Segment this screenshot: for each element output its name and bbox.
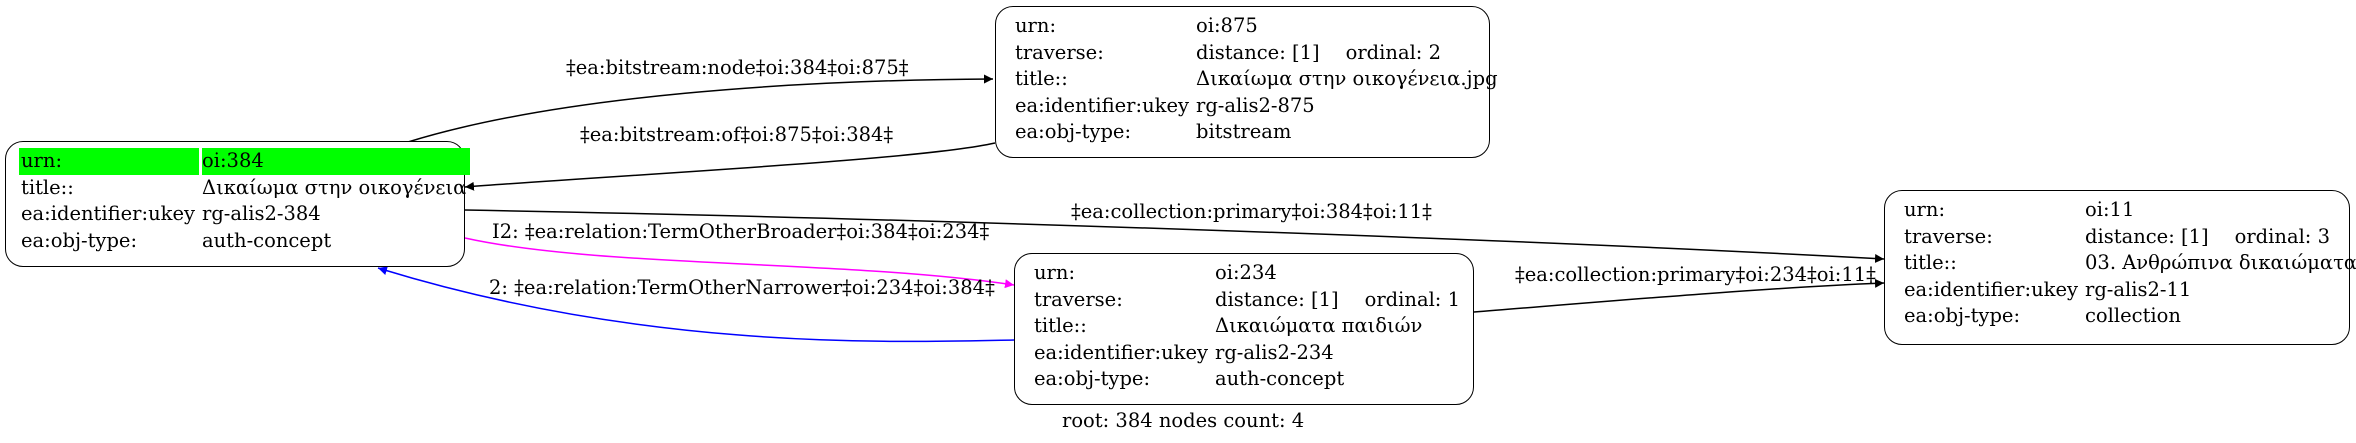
row-key: urn: bbox=[19, 148, 199, 175]
row-key: ea:obj-type: bbox=[1904, 304, 2021, 327]
row-key: ea:obj-type: bbox=[1034, 367, 1151, 390]
row-value: rg-alis2-11 bbox=[2085, 277, 2192, 301]
row-key: ea:obj-type: bbox=[21, 228, 138, 252]
node-row: ea:identifier:ukey rg-alis2-384 bbox=[19, 201, 470, 228]
node-oi-234[interactable]: urn: oi:234 traverse: distance: [1] ordin… bbox=[1014, 253, 1474, 405]
node-oi-11[interactable]: urn: oi:11 traverse: distance: [1] ordina… bbox=[1884, 190, 2356, 345]
row-value: Δικαιώματα παιδιών bbox=[1215, 314, 1423, 337]
traverse-distance: distance: [1] bbox=[1215, 287, 1339, 311]
row-key: title:: bbox=[21, 175, 74, 199]
edge-label-bitstream-of: ‡ea:bitstream:of‡oi:875‡oi:384‡ bbox=[580, 123, 894, 146]
node-oi-234-table: urn: oi:234 traverse: distance: [1] ordin… bbox=[1029, 260, 1467, 393]
edge-label-bitstream-node: ‡ea:bitstream:node‡oi:384‡oi:875‡ bbox=[566, 56, 909, 79]
edge-collection-234 bbox=[1473, 278, 1885, 313]
row-key: ea:identifier:ukey bbox=[1034, 340, 1208, 364]
node-row: traverse: distance: [1] ordinal: 1 bbox=[1032, 287, 1464, 314]
node-row: urn: oi:875 bbox=[1013, 13, 1502, 40]
row-value: oi:11 bbox=[2085, 198, 2135, 221]
row-key: title:: bbox=[1015, 67, 1068, 90]
node-row: ea:obj-type: auth-concept bbox=[1032, 366, 1464, 393]
row-key: urn: bbox=[1034, 261, 1076, 284]
row-value: Δικαίωμα στην οικογένεια.jpg bbox=[1196, 67, 1498, 90]
row-value: distance: [1] ordinal: 1 bbox=[1215, 287, 1464, 314]
node-row: ea:identifier:ukey rg-alis2-875 bbox=[1013, 93, 1502, 120]
row-key: ea:obj-type: bbox=[1015, 120, 1132, 143]
edge-narrower bbox=[377, 266, 1015, 343]
edge-bitstream-of bbox=[464, 142, 996, 191]
node-row: ea:obj-type: collection bbox=[1902, 303, 2356, 330]
row-value: 03. Ανθρώπινα δικαιώματα bbox=[2085, 251, 2356, 274]
row-key: traverse: bbox=[1015, 40, 1104, 64]
row-value: auth-concept bbox=[202, 228, 332, 252]
graph-footer: root: 384 nodes count: 4 bbox=[1062, 409, 1305, 432]
row-key: title:: bbox=[1034, 314, 1087, 337]
edge-label-collection-234: ‡ea:collection:primary‡oi:234‡oi:11‡ bbox=[1515, 263, 1876, 286]
node-oi-384-table: urn: oi:384 title:: Δικαίωμα στην οικογέ… bbox=[16, 148, 473, 254]
row-key: urn: bbox=[1015, 14, 1057, 37]
row-key: traverse: bbox=[1904, 224, 1993, 248]
node-row: traverse: distance: [1] ordinal: 2 bbox=[1013, 40, 1502, 67]
row-value: rg-alis2-384 bbox=[202, 202, 321, 225]
row-key: ea:identifier:ukey bbox=[21, 202, 195, 225]
node-row: urn: oi:11 bbox=[1902, 197, 2356, 224]
node-oi-11-table: urn: oi:11 traverse: distance: [1] ordina… bbox=[1899, 197, 2356, 330]
node-row: title:: Δικαίωμα στην οικογένεια bbox=[19, 175, 470, 202]
row-value: oi:234 bbox=[1215, 261, 1277, 284]
row-value: oi:875 bbox=[1196, 14, 1258, 37]
traverse-ordinal: ordinal: 1 bbox=[1364, 287, 1460, 311]
row-key: ea:identifier:ukey bbox=[1904, 277, 2078, 301]
traverse-distance: distance: [1] bbox=[1196, 40, 1320, 64]
traverse-ordinal: ordinal: 3 bbox=[2234, 224, 2330, 248]
traverse-distance: distance: [1] bbox=[2085, 224, 2209, 248]
edge-label-narrower: 2: ‡ea:relation:TermOtherNarrower‡oi:234… bbox=[489, 276, 995, 299]
edge-collection-384 bbox=[464, 209, 1885, 264]
node-row: ea:identifier:ukey rg-alis2-234 bbox=[1032, 340, 1464, 367]
node-row: title:: Δικαίωμα στην οικογένεια.jpg bbox=[1013, 66, 1502, 93]
row-key: urn: bbox=[1904, 198, 1946, 221]
row-key: traverse: bbox=[1034, 287, 1123, 311]
row-value: oi:384 bbox=[202, 148, 471, 175]
node-oi-875[interactable]: urn: oi:875 traverse: distance: [1] ordin… bbox=[995, 6, 1498, 158]
edge-broader bbox=[464, 237, 1015, 289]
node-row: ea:identifier:ukey rg-alis2-11 bbox=[1902, 277, 2356, 304]
row-value: distance: [1] ordinal: 3 bbox=[2085, 224, 2356, 251]
row-value: collection bbox=[2085, 304, 2181, 327]
row-value: auth-concept bbox=[1215, 367, 1345, 390]
edge-label-broader: I2: ‡ea:relation:TermOtherBroader‡oi:384… bbox=[492, 220, 990, 243]
edge-label-collection-384: ‡ea:collection:primary‡oi:384‡oi:11‡ bbox=[1071, 200, 1432, 223]
node-row: title:: 03. Ανθρώπινα δικαιώματα bbox=[1902, 250, 2356, 277]
node-oi-384[interactable]: urn: oi:384 title:: Δικαίωμα στην οικογέ… bbox=[5, 141, 471, 267]
node-row: ea:obj-type: bitstream bbox=[1013, 119, 1502, 146]
row-value: bitstream bbox=[1196, 120, 1292, 143]
row-value: distance: [1] ordinal: 2 bbox=[1196, 40, 1502, 67]
row-key: ea:identifier:ukey bbox=[1015, 93, 1189, 117]
row-value: Δικαίωμα στην οικογένεια bbox=[202, 175, 467, 199]
node-row: title:: Δικαιώματα παιδιών bbox=[1032, 313, 1464, 340]
node-row: ea:obj-type: auth-concept bbox=[19, 228, 470, 255]
node-oi-875-table: urn: oi:875 traverse: distance: [1] ordin… bbox=[1010, 13, 1505, 146]
traverse-ordinal: ordinal: 2 bbox=[1345, 40, 1441, 64]
node-row: urn: oi:384 bbox=[19, 148, 471, 175]
node-row: urn: oi:234 bbox=[1032, 260, 1464, 287]
row-value: rg-alis2-234 bbox=[1215, 340, 1334, 364]
row-key: title:: bbox=[1904, 251, 1957, 274]
node-row: traverse: distance: [1] ordinal: 3 bbox=[1902, 224, 2356, 251]
edge-bitstream-node bbox=[407, 74, 994, 143]
row-value: rg-alis2-875 bbox=[1196, 93, 1315, 117]
